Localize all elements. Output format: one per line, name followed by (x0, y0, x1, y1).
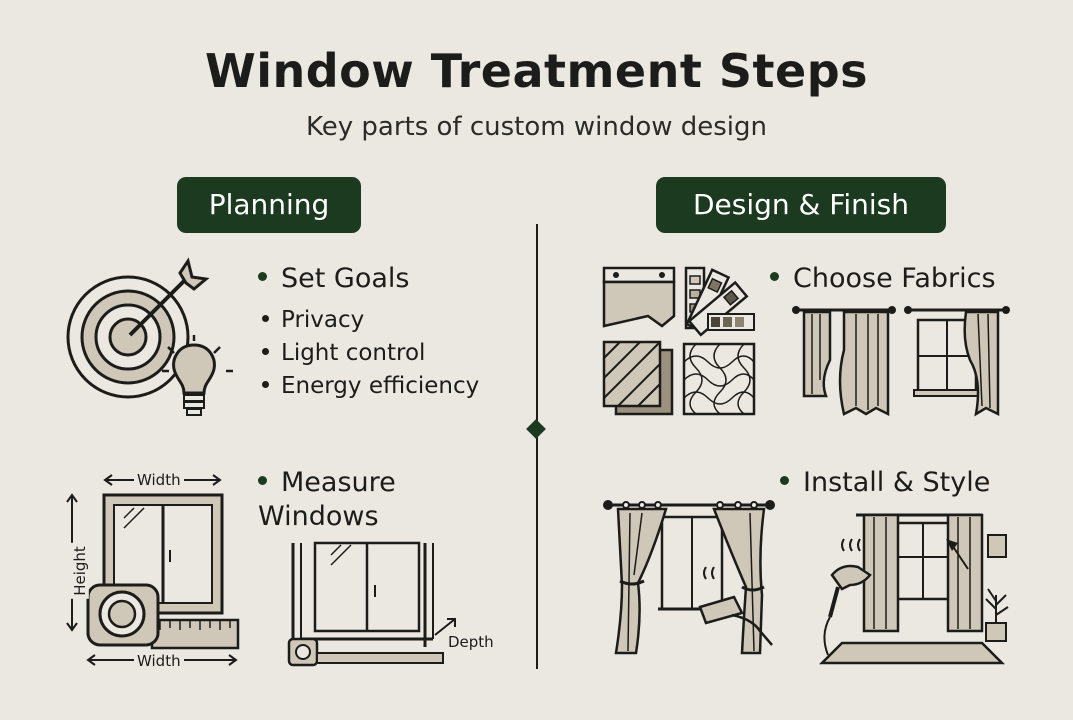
bullet-dot (258, 272, 267, 281)
height-label: Height (70, 543, 89, 599)
list-item: Energy efficiency (262, 370, 479, 403)
lightbulb-icon (162, 335, 233, 416)
bullet-dot (770, 272, 779, 281)
window-depth-icon (287, 541, 456, 667)
list-item: Privacy (262, 304, 479, 337)
page-subtitle: Key parts of custom window design (305, 112, 768, 142)
depth-label: Depth (448, 633, 494, 651)
fabric-swatches-group (602, 266, 756, 416)
color-fan-icon (684, 266, 755, 337)
section-pill-planning: Planning (177, 177, 361, 233)
window-frame-icon (66, 474, 240, 666)
bullet-dot (780, 476, 789, 485)
curtain-icon (792, 306, 1010, 417)
step-choose-fabrics-title: Choose Fabrics (793, 263, 996, 294)
step-measure-windows: Measure Windows (258, 466, 396, 534)
width-bottom-label: Width (134, 652, 184, 670)
steamer-room-icon (818, 513, 1009, 665)
step-install-style-title: Install & Style (803, 467, 991, 498)
center-divider (536, 224, 538, 669)
page-title: Window Treatment Steps (204, 44, 869, 98)
list-item: Light control (262, 337, 479, 370)
fabric-swatch-icon (602, 266, 676, 328)
divider-diamond (526, 419, 546, 439)
step-measure-title-line1: Measure (281, 467, 396, 498)
goals-list: Privacy Light control Energy efficiency (262, 304, 479, 403)
section-pill-design-finish: Design & Finish (656, 177, 946, 233)
bullet-dot (258, 476, 267, 485)
pattern-swatch-icon (682, 342, 756, 416)
step-measure-title-line2: Windows (258, 501, 379, 532)
width-top-label: Width (134, 471, 184, 489)
step-set-goals: Set Goals (258, 262, 409, 296)
step-choose-fabrics: Choose Fabrics (770, 262, 996, 296)
target-icon (66, 257, 210, 399)
striped-swatch-icon (602, 340, 674, 416)
step-install-style: Install & Style (780, 466, 990, 500)
step-set-goals-title: Set Goals (281, 263, 410, 294)
window-curtain-icon (603, 500, 775, 655)
